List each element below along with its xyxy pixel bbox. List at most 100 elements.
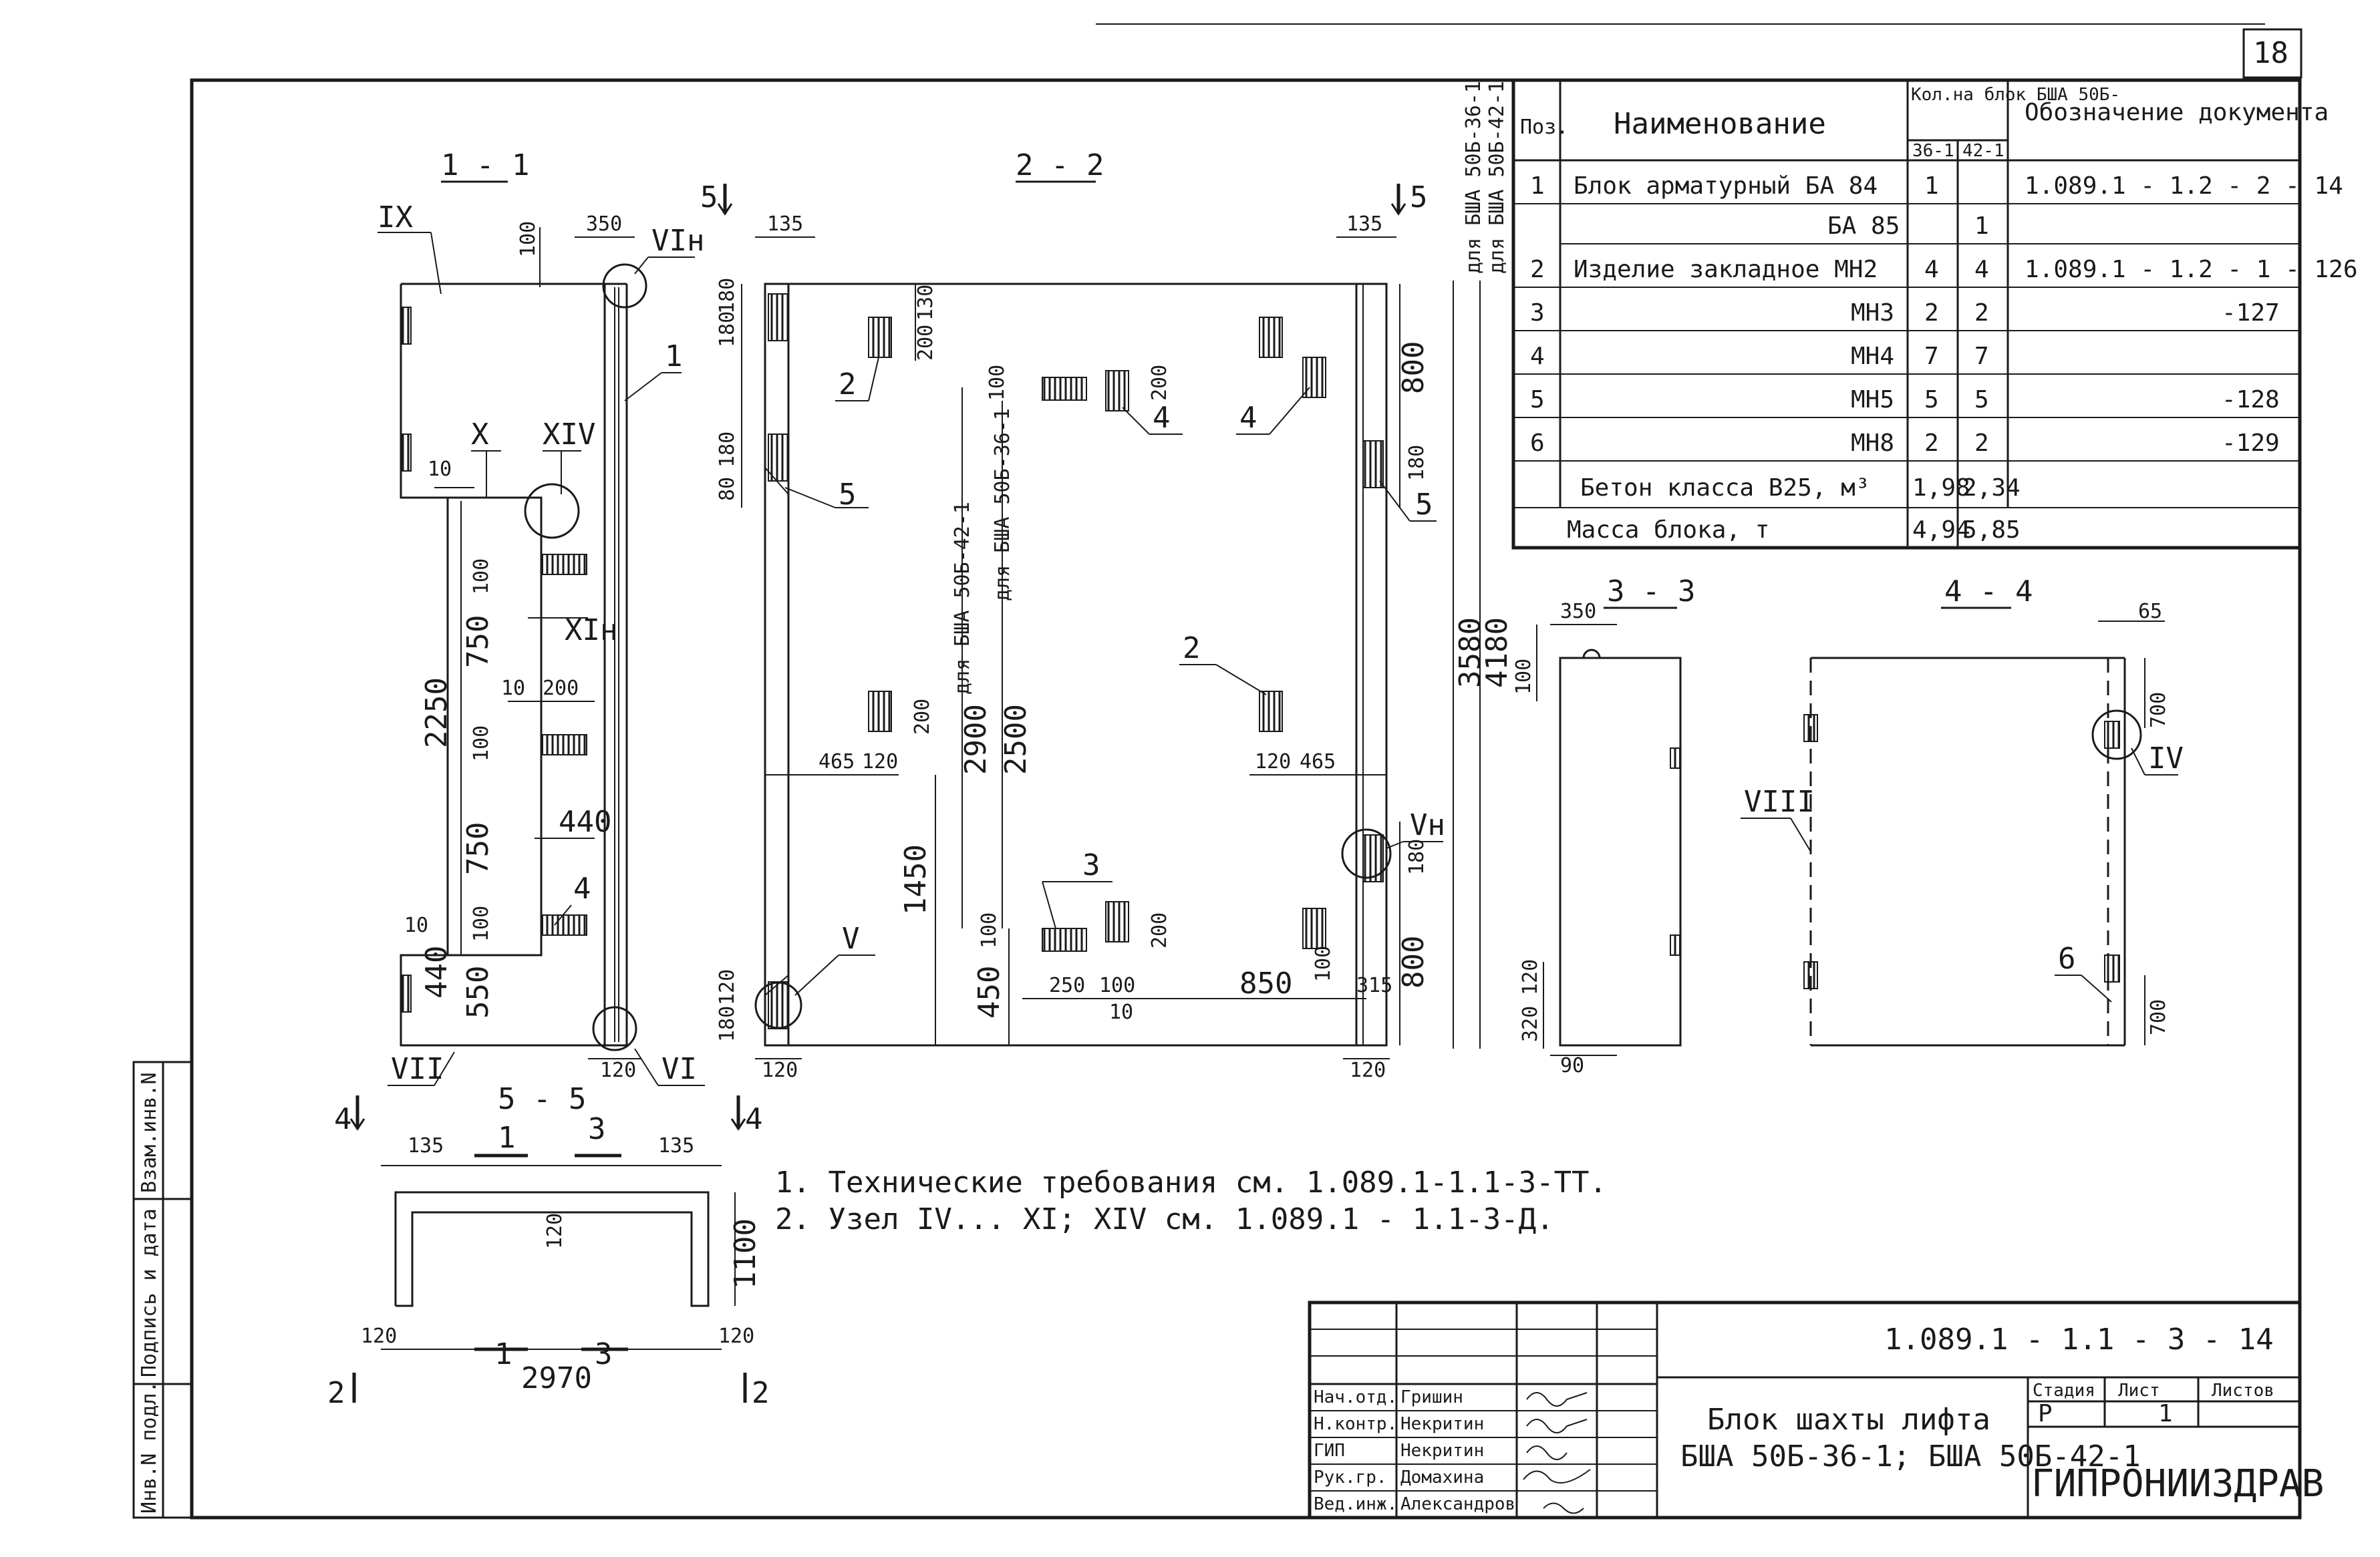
label-marks-V: V: [842, 922, 860, 956]
section-title-2-2: 2 - 2: [1016, 148, 1104, 182]
label-marks-cut3b: 3: [595, 1337, 613, 1371]
label-dims-d700b: 700: [2147, 999, 2170, 1035]
label-dims-d350b: 350: [1560, 600, 1596, 623]
label-marks-cut2a: 2: [327, 1376, 345, 1410]
label-dims-d135b: 135: [1346, 212, 1382, 236]
label-marks-X: X: [471, 417, 489, 452]
label-dims-d120b: 120: [862, 750, 898, 773]
label-vertical_labels-mid_for_42: для БША 50Б-42-1: [951, 502, 974, 695]
label-dims-d135a: 135: [767, 212, 803, 236]
section-3-3: 3 - 3 350 100 320 120 90: [1512, 574, 1695, 1077]
label-marks-p2a: 2: [839, 367, 857, 401]
label-spec_table-rows-2-q42: 4: [1974, 256, 1989, 283]
label-dims-d100c: 100: [470, 725, 493, 761]
label-dims-d100d: 100: [470, 906, 493, 942]
label-marks-p1a: 1: [665, 339, 683, 373]
label-spec_table-rows-5-doc: -128: [2222, 386, 2280, 413]
org-name: ГИПРОНИИЗДРАВ: [2031, 1462, 2324, 1506]
label-dims-d180f: 180: [716, 1006, 739, 1042]
stamp-sign-label: Подпись и дата: [138, 1208, 161, 1377]
label-marks-cut2b: 2: [752, 1376, 770, 1410]
label-spec_table-rows-5-q42: 5: [1974, 386, 1989, 413]
label-dims-d2250: 2250: [420, 677, 454, 748]
label-dims-d100b: 100: [470, 558, 493, 594]
label-spec_table-rows-5-q36: 5: [1924, 386, 1939, 413]
label-dims-d120h: 120: [543, 1213, 567, 1249]
label-dims-d320: 320: [1519, 1006, 1542, 1042]
label-dims-d200d: 200: [911, 699, 934, 735]
note-2: 2. Узел IV... XI; XIV см. 1.089.1 - 1.1-…: [775, 1202, 1554, 1236]
label-title_block-people-3-name: Домахина: [1400, 1467, 1484, 1488]
label-dims-d450: 450: [972, 966, 1006, 1019]
label-dims-d65: 65: [2138, 600, 2162, 623]
label-dims-d180d: 180: [1405, 445, 1429, 481]
label-dims-d800a: 800: [1396, 341, 1431, 394]
label-dims-d550: 550: [461, 966, 495, 1019]
label-dims-d100h: 100: [1312, 946, 1335, 982]
label-spec_table-headers-qty_42: 42-1: [1962, 141, 2004, 161]
label-marks-cut1b: 1: [494, 1337, 512, 1371]
label-dims-d200c: 200: [1148, 365, 1171, 401]
label-dims-d120f: 120: [1350, 1059, 1386, 1082]
label-spec_table-rows-2-doc: 1.089.1 - 1.2 - 1 - 126: [2025, 256, 2358, 283]
label-dims-d350: 350: [586, 212, 622, 236]
label-spec_table-headers-name: Наименование: [1614, 107, 1826, 141]
label-marks-VIII: VIII: [1744, 785, 1815, 819]
label-spec_table-rows-7-q36: 1,98: [1912, 474, 1970, 502]
signature-3: [1526, 1445, 1568, 1460]
note-1: 1. Технические требования см. 1.089.1-1.…: [775, 1166, 1607, 1200]
label-marks-p3: 3: [1082, 848, 1100, 882]
label-marks-p5b: 5: [1415, 488, 1433, 522]
label-marks-cut4b: 4: [745, 1102, 763, 1136]
section-title-3-3: 3 - 3: [1607, 574, 1695, 609]
label-spec_table-rows-3-name: МН3: [1851, 299, 1894, 327]
title-code: 1.089.1 - 1.1 - 3 - 14: [1884, 1323, 2274, 1357]
label-dims-d3580: 3580: [1453, 617, 1487, 688]
section-title-4-4: 4 - 4: [1944, 574, 2033, 609]
label-marks-cut1a: 1: [498, 1121, 516, 1155]
label-marks-VII: VII: [391, 1052, 444, 1086]
label-marks-p4a: 4: [573, 872, 591, 906]
label-title_block-people-2-role: ГИП: [1314, 1441, 1345, 1461]
label-dims-d2500: 2500: [999, 704, 1033, 775]
label-dims-d80: 80: [716, 477, 739, 501]
label-dims-d850: 850: [1239, 967, 1292, 1001]
label-spec_table-rows-6-name: МН8: [1851, 429, 1894, 457]
label-marks-VIn: VIн: [651, 224, 704, 258]
label-spec_table-rows-3-pos: 3: [1530, 299, 1545, 327]
label-marks-XIV: XIV: [543, 417, 595, 452]
label-marks-cut3a: 3: [588, 1112, 606, 1146]
label-marks-p4b: 4: [1153, 401, 1171, 435]
label-title_block-sheet_label: Лист: [2118, 1381, 2160, 1401]
label-dims-d465b: 465: [1300, 750, 1336, 773]
label-dims-d120d: 120: [762, 1059, 798, 1082]
label-title_block-stage_label: Стадия: [2033, 1381, 2095, 1401]
label-spec_table-headers-qty_36: 36-1: [1912, 141, 1954, 161]
label-dims-d130: 130: [914, 285, 937, 321]
signature-1: [1526, 1392, 1588, 1407]
label-dims-d100g: 100: [1099, 974, 1135, 997]
label-spec_table-rows-7-name: Бетон класса В25, м³: [1580, 474, 1870, 502]
label-dims-d700a: 700: [2147, 692, 2170, 728]
label-dims-d440a: 440: [559, 805, 611, 839]
label-spec_table-rows-4-name: МН4: [1851, 343, 1894, 370]
label-title_block-sheet: 1: [2158, 1400, 2173, 1427]
label-spec_table-rows-3-q36: 2: [1924, 299, 1939, 327]
label-spec_table-rows-6-doc: -129: [2222, 429, 2280, 457]
label-dims-d250: 250: [1049, 974, 1085, 997]
label-spec_table-rows-6-q42: 2: [1974, 429, 1989, 457]
label-dims-d2900: 2900: [959, 704, 993, 775]
label-marks-Vn: Vн: [1410, 808, 1445, 842]
section-title-1-1: 1 - 1: [441, 148, 529, 182]
label-title_block-people-1-role: Н.контр.: [1314, 1414, 1397, 1434]
label-title_block-stage: Р: [2038, 1400, 2053, 1427]
label-dims-d1450: 1450: [899, 844, 933, 915]
label-marks-cut5b: 5: [1410, 180, 1428, 214]
label-dims-d135c: 135: [408, 1134, 444, 1158]
label-dims-d180b: 180: [716, 278, 739, 314]
label-title_block-people-0-role: Нач.отд.: [1314, 1387, 1397, 1407]
signature-4: [1523, 1469, 1591, 1484]
label-spec_table-rows-5-name: МН5: [1851, 386, 1894, 413]
label-spec_table-rows-1-q42: 1: [1974, 212, 1989, 240]
